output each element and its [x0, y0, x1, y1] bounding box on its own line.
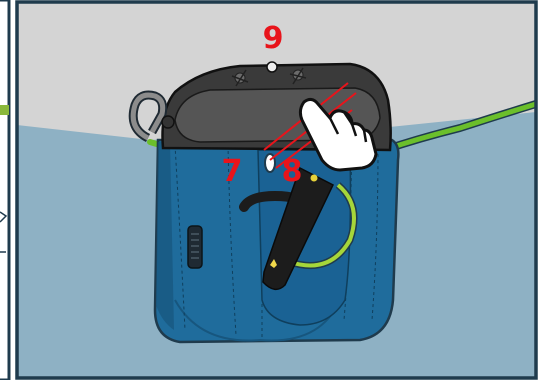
previous-panel-fragment — [0, 0, 9, 380]
zipper-icon — [188, 226, 202, 268]
step-number-7: 7 — [222, 154, 243, 189]
main-panel: 9 7 8 — [17, 2, 536, 378]
step-number-8: 8 — [282, 154, 303, 189]
step-number-9: 9 — [263, 21, 284, 56]
